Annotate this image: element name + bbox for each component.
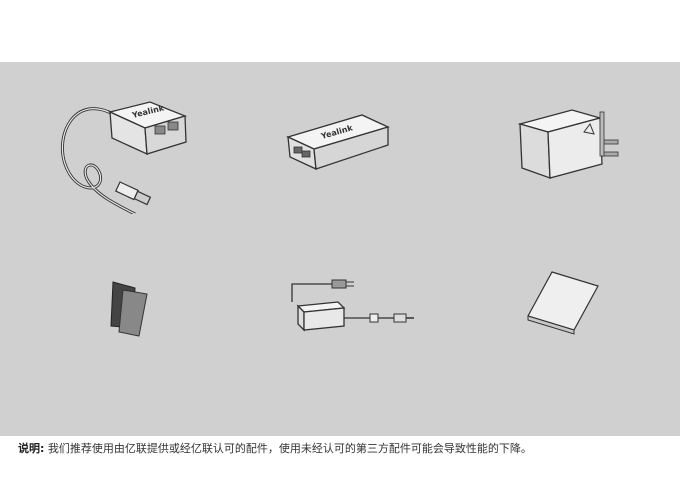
quick-start-guide-image	[522, 270, 602, 335]
extender-box-image: Yealink	[280, 107, 400, 177]
power-supply-image	[282, 272, 422, 342]
usb-adapter-image: Yealink	[55, 94, 205, 214]
note-text: 我们推荐使用由亿联提供或经亿联认可的配件，使用未经认可的第三方配件可能会导致性能…	[48, 442, 532, 455]
note-label: 说明:	[18, 442, 44, 455]
adhesive-pads-image	[105, 280, 165, 340]
accessories-panel: Yealink Yealink	[0, 62, 680, 436]
usage-note: 说明: 我们推荐使用由亿联提供或经亿联认可的配件，使用未经认可的第三方配件可能会…	[18, 440, 532, 456]
power-adapter-image	[512, 104, 632, 186]
